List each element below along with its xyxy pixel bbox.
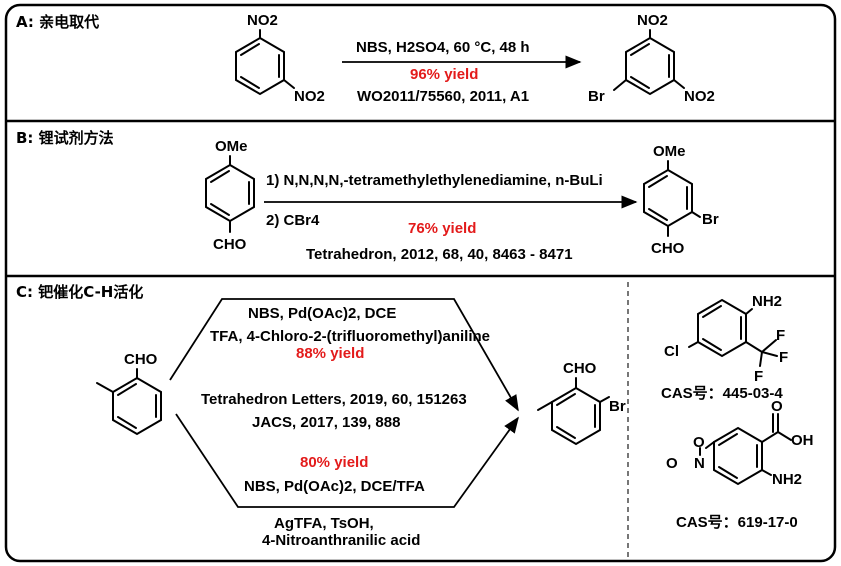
compound-aniline-f2: F bbox=[779, 349, 788, 366]
compound-aniline-f1: F bbox=[776, 327, 785, 344]
product-b-br: Br bbox=[702, 211, 719, 228]
section-a-label: A: 亲电取代 bbox=[16, 13, 99, 31]
product-b-cho: CHO bbox=[651, 240, 685, 257]
reactant-c-molecule: CHO bbox=[96, 351, 162, 436]
compound-nitroanthranilic: O OH NH2 O N O CAS号：619-17-0 bbox=[666, 398, 814, 531]
reactant-c-cho: CHO bbox=[124, 351, 158, 368]
reactant-a-no2-right: NO2 bbox=[294, 88, 325, 105]
yield-a: 96% yield bbox=[410, 66, 478, 83]
product-a-molecule: NO2 Br NO2 bbox=[588, 12, 715, 105]
product-a-no2-top: NO2 bbox=[637, 12, 668, 29]
reactant-b-ome: OMe bbox=[215, 138, 248, 155]
reference-b: Tetrahedron, 2012, 68, 40, 8463 - 8471 bbox=[306, 246, 573, 263]
reactant-b-cho: CHO bbox=[213, 236, 247, 253]
product-c-cho: CHO bbox=[563, 360, 597, 377]
reactant-a-molecule: NO2 NO2 bbox=[235, 12, 325, 105]
compound-aniline: NH2 Cl F F F CAS号：445-03-4 bbox=[661, 293, 788, 402]
lower-reagents: NBS, Pd(OAc)2, DCE/TFA bbox=[244, 478, 425, 495]
compound-aniline-f3: F bbox=[754, 368, 763, 385]
lower-additive1: AgTFA, TsOH, bbox=[274, 515, 374, 532]
reference-c1: Tetrahedron Letters, 2019, 60, 151263 bbox=[201, 391, 467, 408]
step2-b: 2) CBr4 bbox=[266, 212, 320, 229]
section-c-label: C: 钯催化C-H活化 bbox=[16, 283, 143, 301]
yield-b: 76% yield bbox=[408, 220, 476, 237]
reactant-b-molecule: OMe CHO bbox=[205, 138, 255, 253]
product-a-no2-right: NO2 bbox=[684, 88, 715, 105]
compound-nitroanthranilic-o: O bbox=[771, 398, 783, 415]
upper-reagents: NBS, Pd(OAc)2, DCE bbox=[248, 305, 396, 322]
compound-nitroanthranilic-nitro-n: N bbox=[694, 455, 705, 472]
compound-nitroanthranilic-oh: OH bbox=[791, 432, 814, 449]
product-b-ome: OMe bbox=[653, 143, 686, 160]
product-c-br: Br bbox=[609, 398, 626, 415]
compound-nitroanthranilic-nh2: NH2 bbox=[772, 471, 802, 488]
product-a-br: Br bbox=[588, 88, 605, 105]
route-lower-arrow bbox=[175, 413, 519, 508]
compound-nitroanthranilic-cas: CAS号：619-17-0 bbox=[676, 514, 798, 531]
product-b-molecule: OMe Br CHO bbox=[643, 143, 719, 257]
outer-frame bbox=[4, 3, 837, 563]
upper-additive: TFA, 4-Chloro-2-(trifluoromethyl)aniline bbox=[210, 328, 490, 345]
section-b-label: B: 锂试剂方法 bbox=[16, 129, 114, 147]
conditions-a: NBS, H2SO4, 60 °C, 48 h bbox=[356, 39, 530, 56]
product-c-molecule: CHO Br bbox=[537, 360, 626, 446]
compound-aniline-cas: CAS号：445-03-4 bbox=[661, 385, 783, 402]
reference-c2: JACS, 2017, 139, 888 bbox=[252, 414, 400, 431]
compound-nitroanthranilic-nitro-o2: O bbox=[693, 434, 705, 451]
compound-nitroanthranilic-o-minus: O bbox=[666, 455, 678, 472]
lower-yield: 80% yield bbox=[300, 454, 368, 471]
compound-aniline-nh2: NH2 bbox=[752, 293, 782, 310]
step1-b: 1) N,N,N,N,-tetramethylethylenediamine, … bbox=[266, 172, 603, 189]
upper-yield: 88% yield bbox=[296, 345, 364, 362]
lower-additive2: 4-Nitroanthranilic acid bbox=[262, 532, 420, 549]
reference-a: WO2011/75560, 2011, A1 bbox=[357, 88, 529, 105]
reactant-a-no2-top: NO2 bbox=[247, 12, 278, 29]
compound-aniline-cl: Cl bbox=[664, 343, 679, 360]
route-upper-arrow bbox=[169, 298, 519, 412]
